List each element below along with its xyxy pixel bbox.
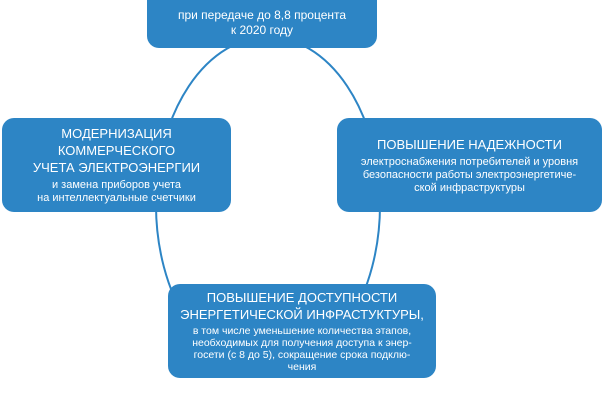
top-text-line: к 2020 году — [230, 23, 294, 37]
box-text: электроснабжения потребителей и уровня — [360, 155, 579, 168]
box-text: необходимых для получения доступа к энер… — [192, 337, 412, 349]
box-text: чения — [287, 361, 317, 373]
box-text: госети (с 8 до 5), сокращение срока подк… — [193, 349, 411, 361]
top-text-line: при передаче до 8,8 процента — [177, 8, 347, 22]
accessibility-box: ПОВЫШЕНИЕ ДОСТУПНОСТИ ЭНЕРГЕТИЧЕСКОЙ ИНФ… — [168, 284, 436, 378]
box-title: ПОВЫШЕНИЕ НАДЕЖНОСТИ — [377, 136, 562, 152]
box-text: и замена приборов учета — [51, 179, 182, 191]
metering-modernization-box: МОДЕРНИЗАЦИЯ КОММЕРЧЕСКОГО УЧЕТА ЭЛЕКТРО… — [2, 118, 231, 212]
box-title: УЧЕТА ЭЛЕКТРОЭНЕРГИИ — [32, 160, 201, 175]
box-title: ЭНЕРГЕТИЧЕСКОЙ ИНФРАСТУКТУРЫ, — [180, 307, 424, 322]
top-goal-box: при передаче до 8,8 процента к 2020 году — [147, 0, 377, 48]
box-title: ПОВЫШЕНИЕ ДОСТУПНОСТИ — [206, 290, 398, 305]
box-text: безопасности работы электроэнергетиче- — [362, 168, 577, 181]
reliability-box: ПОВЫШЕНИЕ НАДЕЖНОСТИ электроснабжения по… — [337, 118, 602, 212]
box-text: в том числе уменьшение количества этапов… — [192, 325, 412, 337]
box-title: МОДЕРНИЗАЦИЯ КОММЕРЧЕСКОГО — [57, 126, 176, 158]
box-text: ской инфраструктуры — [414, 181, 525, 194]
box-text: на интеллектуальные счетчики — [37, 192, 196, 204]
